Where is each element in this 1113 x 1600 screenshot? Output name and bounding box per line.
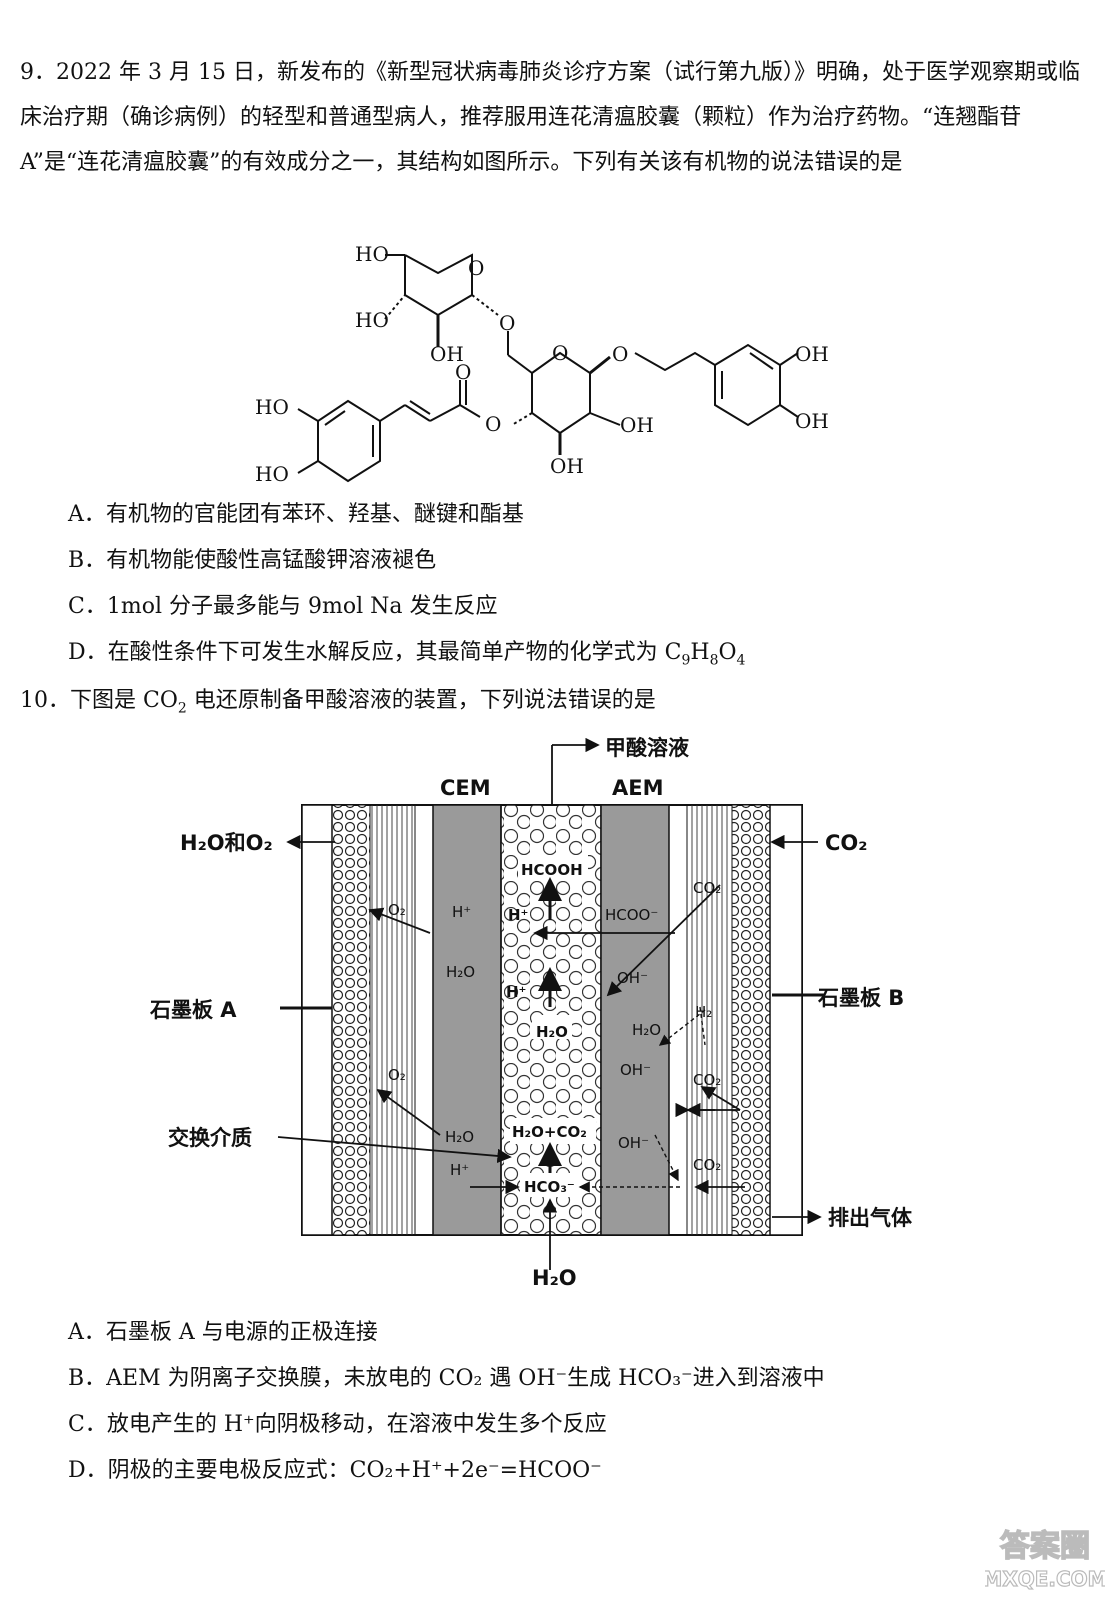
q10-stem-suffix: 电还原制备甲酸溶液的装置，下列说法错误的是	[186, 688, 656, 713]
option-text: 阴极的主要电极反应式：CO₂+H⁺+2e⁻=HCOO⁻	[107, 1458, 602, 1483]
option-text: AEM 为阴离子交换膜，未放电的 CO₂ 遇 OH⁻生成 HCO₃⁻进入到溶液中	[106, 1366, 825, 1391]
label-oh1: OH	[430, 342, 464, 366]
label-o-ring1: O	[468, 256, 484, 280]
label-hcoo: HCOO⁻	[605, 906, 658, 924]
label-medium: 交换介质	[168, 1126, 252, 1150]
label-co2-in: CO₂	[825, 831, 867, 855]
formula-sub: 8	[709, 652, 719, 669]
label-oh-3: OH⁻	[618, 1134, 649, 1152]
label-aem: AEM	[612, 776, 664, 800]
label-o-link1: O	[499, 311, 515, 335]
q10-stem-prefix: 10．下图是 CO	[20, 688, 178, 713]
label-h-plus-3: H⁺	[506, 983, 526, 1001]
label-o-link2: O	[612, 342, 628, 366]
label-co2-2: CO₂	[693, 1071, 721, 1089]
label-oh-r2: OH	[550, 454, 584, 478]
q9-option-b[interactable]: B．有机物能使酸性高锰酸钾溶液褪色	[68, 546, 436, 576]
label-formic-out: 甲酸溶液	[605, 736, 689, 760]
option-text: 有机物能使酸性高锰酸钾溶液褪色	[106, 548, 437, 573]
label-h2o-in: H₂O	[532, 1266, 577, 1290]
label-h2o-co2: H₂O+CO₂	[512, 1123, 587, 1141]
label-oh-2: OH⁻	[620, 1061, 651, 1079]
option-key: A．	[68, 502, 106, 527]
label-cem: CEM	[440, 776, 491, 800]
label-exhaust: 排出气体	[828, 1206, 913, 1230]
label-o2-2: O₂	[388, 1066, 406, 1084]
label-h2o-o2: H₂O和O₂	[180, 831, 273, 855]
label-oh-r1: OH	[620, 413, 654, 437]
label-co2-3: CO₂	[693, 1156, 721, 1174]
option-key: D．	[68, 640, 108, 665]
q10-stem-sub: 2	[177, 700, 187, 717]
label-ho1: HO	[355, 242, 389, 266]
label-h2o-4: H₂O	[445, 1128, 474, 1146]
option-key: C．	[68, 1412, 107, 1437]
label-o-ring2: O	[552, 341, 568, 365]
label-ho2: HO	[355, 308, 389, 332]
formula-sub: 9	[681, 652, 691, 669]
label-h2o-2: H₂O	[536, 1023, 568, 1041]
label-o-carbonyl: O	[455, 360, 471, 384]
label-o2-1: O₂	[388, 901, 406, 919]
label-co2-1: CO₂	[693, 879, 721, 897]
label-ho-l2: HO	[255, 462, 289, 485]
label-plate-b: 石墨板 B	[817, 986, 904, 1010]
option-text: 有机物的官能团有苯环、羟基、醚键和酯基	[105, 502, 524, 527]
watermark-logo: 答案圈 MXQE.COM	[985, 1528, 1105, 1591]
option-text: 在酸性条件下可发生水解反应，其最简单产物的化学式为 C	[107, 640, 682, 665]
label-h-plus-4: H⁺	[450, 1161, 469, 1179]
q10-option-b[interactable]: B．AEM 为阴离子交换膜，未放电的 CO₂ 遇 OH⁻生成 HCO₃⁻进入到溶…	[68, 1364, 825, 1394]
option-key: A．	[68, 1320, 106, 1345]
label-h-plus-2: H⁺	[508, 906, 528, 924]
q10-stem: 10．下图是 CO2 电还原制备甲酸溶液的装置，下列说法错误的是	[20, 678, 1090, 731]
q10-option-d[interactable]: D．阴极的主要电极反应式：CO₂+H⁺+2e⁻=HCOO⁻	[68, 1456, 602, 1486]
option-key: B．	[68, 548, 107, 573]
label-hcooh: HCOOH	[521, 861, 583, 879]
option-key: C．	[68, 594, 107, 619]
label-ho-l1: HO	[255, 395, 289, 419]
option-text: 放电产生的 H⁺向阴极移动，在溶液中发生多个反应	[106, 1412, 607, 1437]
label-h2o-1: H₂O	[446, 963, 475, 981]
label-h-plus-1: H⁺	[452, 903, 471, 921]
option-text: 石墨板 A 与电源的正极连接	[105, 1320, 378, 1345]
watermark-line1: 答案圈	[1000, 1529, 1090, 1564]
label-plate-a: 石墨板 A	[149, 998, 237, 1022]
label-h2: H₂	[695, 1003, 712, 1021]
q10-option-a[interactable]: A．石墨板 A 与电源的正极连接	[68, 1318, 378, 1348]
formula-element: H	[690, 640, 710, 665]
label-o-ester: O	[485, 412, 501, 436]
q9-stem: 9．2022 年 3 月 15 日，新发布的《新型冠状病毒肺炎诊疗方案（试行第九…	[20, 60, 1080, 175]
label-oh-c3: OH	[795, 342, 829, 366]
label-oh-c4: OH	[795, 409, 829, 433]
q9-option-a[interactable]: A．有机物的官能团有苯环、羟基、醚键和酯基	[68, 500, 524, 530]
watermark-line2: MXQE.COM	[985, 1567, 1105, 1591]
label-oh-1: OH⁻	[617, 969, 648, 987]
q10-option-c[interactable]: C．放电产生的 H⁺向阴极移动，在溶液中发生多个反应	[68, 1410, 607, 1440]
option-text: 1mol 分子最多能与 9mol Na 发生反应	[106, 594, 498, 619]
formula-element: O	[718, 640, 737, 665]
q9-option-d[interactable]: D．在酸性条件下可发生水解反应，其最简单产物的化学式为 C9H8O4	[68, 638, 745, 675]
q9-structure: HO HO OH O O O O OH OH O O OH OH HO HO	[255, 242, 829, 485]
q9-option-c[interactable]: C．1mol 分子最多能与 9mol Na 发生反应	[68, 592, 497, 622]
option-key: B．	[68, 1366, 107, 1391]
label-h2o-3: H₂O	[632, 1021, 661, 1039]
label-hco3: HCO₃⁻	[524, 1178, 575, 1196]
q10-diagram: 甲酸溶液 CEM AEM H₂O和O₂ CO₂ 石墨板 A 石墨板 B 交换介质…	[149, 736, 913, 1290]
option-key: D．	[68, 1458, 108, 1483]
formula-sub: 4	[736, 652, 746, 669]
